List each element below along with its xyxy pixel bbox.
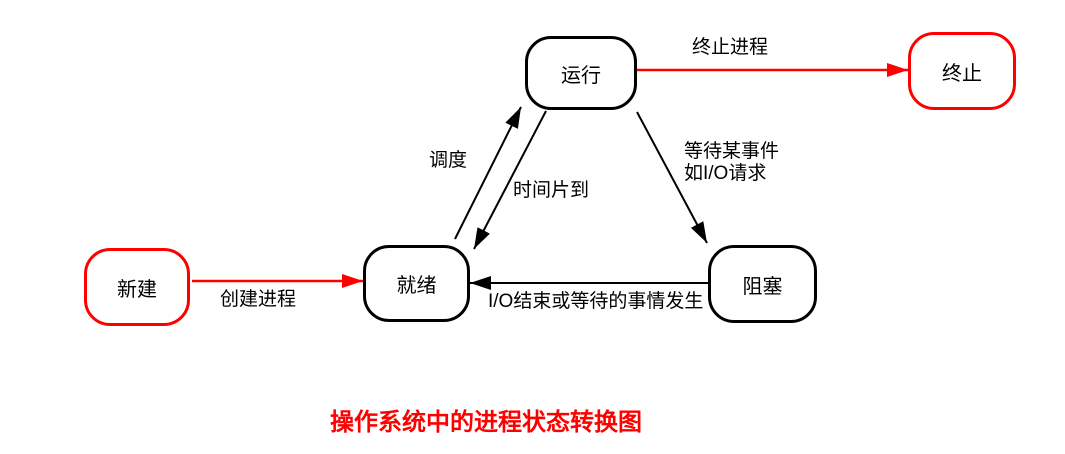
node-running-label: 运行	[561, 64, 601, 87]
node-blocked-label: 阻塞	[742, 275, 783, 298]
edge-label-create-process: 创建进程	[220, 289, 297, 310]
arrow-timeslice-expired	[473, 110, 547, 250]
edge-label-dispatch: 调度	[429, 150, 468, 171]
edge-label-terminate-process: 终止进程	[692, 37, 769, 58]
node-ready: 就绪	[363, 245, 470, 322]
node-ready-label: 就绪	[396, 275, 437, 297]
edge-label-timeslice-expired: 时间片到	[513, 180, 590, 201]
node-blocked: 阻塞	[708, 245, 817, 323]
node-new-label: 新建	[117, 278, 157, 301]
arrow-dispatch	[454, 106, 522, 240]
edge-label-wait-event: 等待某事件 如I/O请求	[684, 141, 780, 185]
node-new: 新建	[84, 248, 190, 326]
node-terminated: 终止	[908, 32, 1016, 110]
node-running: 运行	[525, 36, 637, 110]
arrow-wait-event	[636, 111, 708, 244]
node-terminated-label: 终止	[942, 62, 982, 85]
diagram-title: 操作系统中的进程状态转换图	[330, 409, 642, 436]
edge-label-io-complete: I/O结束或等待的事情发生	[488, 291, 704, 312]
